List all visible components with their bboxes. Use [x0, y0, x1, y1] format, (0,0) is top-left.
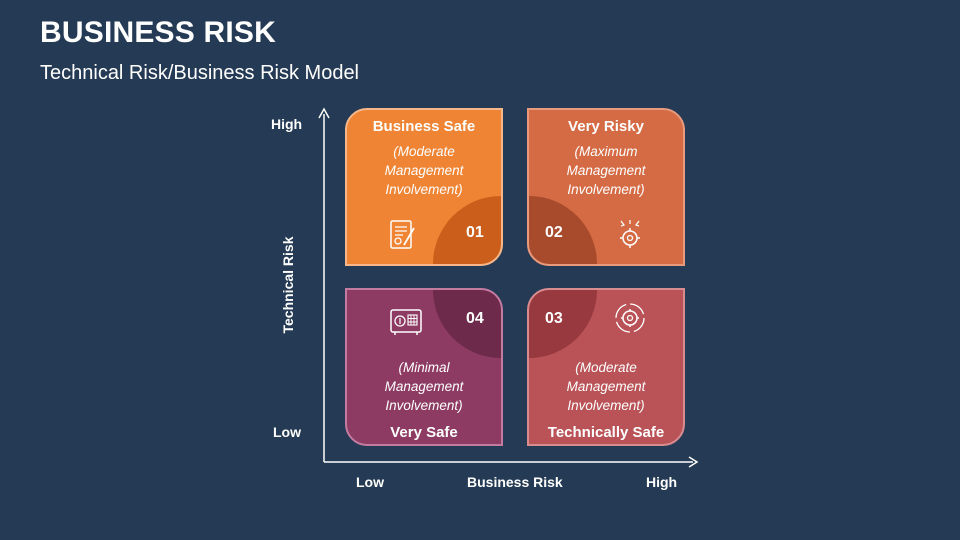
quadrant-number: 03 — [545, 310, 563, 327]
quadrant-title: Very Safe — [390, 424, 458, 441]
quadrant-description: (Moderate Management Involvement) — [384, 144, 464, 197]
risk-gear-icon — [620, 220, 640, 248]
quadrant-number: 04 — [466, 310, 484, 327]
quadrant-number: 02 — [545, 224, 563, 241]
safe-vault-icon — [390, 309, 422, 335]
x-axis-low-label: Low — [356, 474, 384, 490]
quadrant-description: (Minimal Management Involvement) — [384, 360, 464, 413]
quadrant-technically-safe: 03 (Moderate Management Involvement) Tec… — [527, 288, 685, 446]
page-title: BUSINESS RISK — [40, 16, 276, 49]
quadrant-title: Very Risky — [568, 118, 644, 135]
settings-gear-icon — [615, 303, 645, 333]
y-axis-low-label: Low — [273, 424, 301, 440]
quadrant-description: (Moderate Management Involvement) — [566, 360, 646, 413]
quadrant-business-safe: Business Safe (Moderate Management Invol… — [345, 108, 503, 266]
quadrant-title: Technically Safe — [547, 424, 665, 441]
quadrant-very-risky: Very Risky (Maximum Management Involveme… — [527, 108, 685, 266]
quadrant-corner — [529, 196, 597, 264]
quadrant-number: 01 — [466, 224, 484, 241]
page-subtitle: Technical Risk/Business Risk Model — [40, 62, 360, 84]
x-axis-high-label: High — [646, 474, 678, 490]
quadrant-corner — [529, 290, 597, 358]
quadrant-description: (Maximum Management Involvement) — [566, 144, 646, 197]
x-axis-arrow — [688, 456, 699, 468]
y-axis-high-label: High — [271, 116, 303, 132]
y-axis-title: Technical Risk — [280, 236, 296, 334]
contract-document-icon — [390, 220, 415, 249]
x-axis-title: Business Risk — [467, 474, 563, 490]
quadrant-very-safe: 04 (Minimal Management Involvement) Very… — [345, 288, 503, 446]
quadrant-title: Business Safe — [372, 118, 476, 135]
y-axis-arrow — [318, 107, 330, 119]
